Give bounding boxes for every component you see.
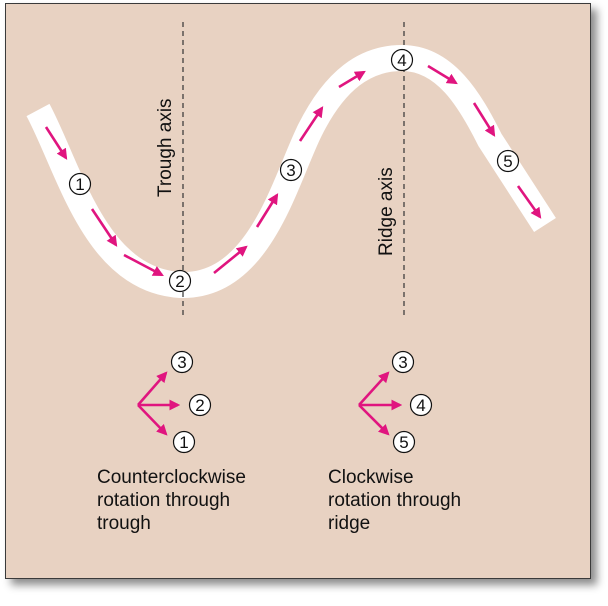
trough-rotation-icon: 3 2 1 (137, 350, 212, 454)
trough-caption: Counterclockwise rotation through trough (97, 466, 246, 535)
circled-number-icon: 3 (279, 158, 303, 182)
circled-number-icon: 2 (168, 269, 192, 293)
marker-label: 5 (399, 433, 408, 452)
trough-axis-label: Trough axis (155, 98, 176, 197)
marker-label: 1 (75, 175, 84, 194)
marker-label: 4 (416, 396, 425, 415)
magenta-arrow-icon (90, 208, 118, 247)
marker-label: 3 (398, 353, 407, 372)
ridge-rotation-icon: 3 4 5 (358, 350, 433, 454)
magenta-arrow-icon (255, 193, 279, 228)
caption-line: Clockwise (328, 467, 414, 488)
magenta-arrow-icon (213, 245, 248, 275)
ridge-axis-label: Ridge axis (376, 167, 397, 256)
ridge-caption: Clockwise rotation through ridge (328, 466, 461, 535)
marker-label: 5 (503, 152, 512, 171)
magenta-arrow-icon (44, 126, 68, 160)
magenta-arrow-icon (516, 185, 542, 219)
caption-line: ridge (328, 513, 371, 534)
marker-label: 3 (286, 161, 295, 180)
caption-line: Counterclockwise (97, 467, 246, 488)
marker-label: 3 (177, 353, 186, 372)
marker-label: 4 (397, 51, 406, 70)
circled-number-icon: 4 (390, 48, 414, 72)
magenta-arrow-icon (427, 64, 458, 85)
magenta-arrow-icon (298, 106, 324, 142)
magenta-arrow-icon (123, 253, 164, 277)
caption-line: rotation through (328, 490, 462, 511)
marker-label: 1 (179, 433, 188, 452)
path-markers: 1 2 3 4 5 (68, 48, 520, 293)
marker-label: 2 (175, 272, 184, 291)
flow-arrows (44, 64, 542, 277)
marker-label: 2 (195, 396, 204, 415)
caption-line: rotation through (97, 490, 231, 511)
magenta-arrow-icon (472, 102, 496, 137)
circled-number-icon: 5 (496, 149, 520, 173)
diagram-panel (5, 3, 591, 579)
circled-number-icon: 1 (68, 172, 92, 196)
caption-line: trough (97, 513, 151, 534)
magenta-arrow-icon (338, 70, 366, 89)
